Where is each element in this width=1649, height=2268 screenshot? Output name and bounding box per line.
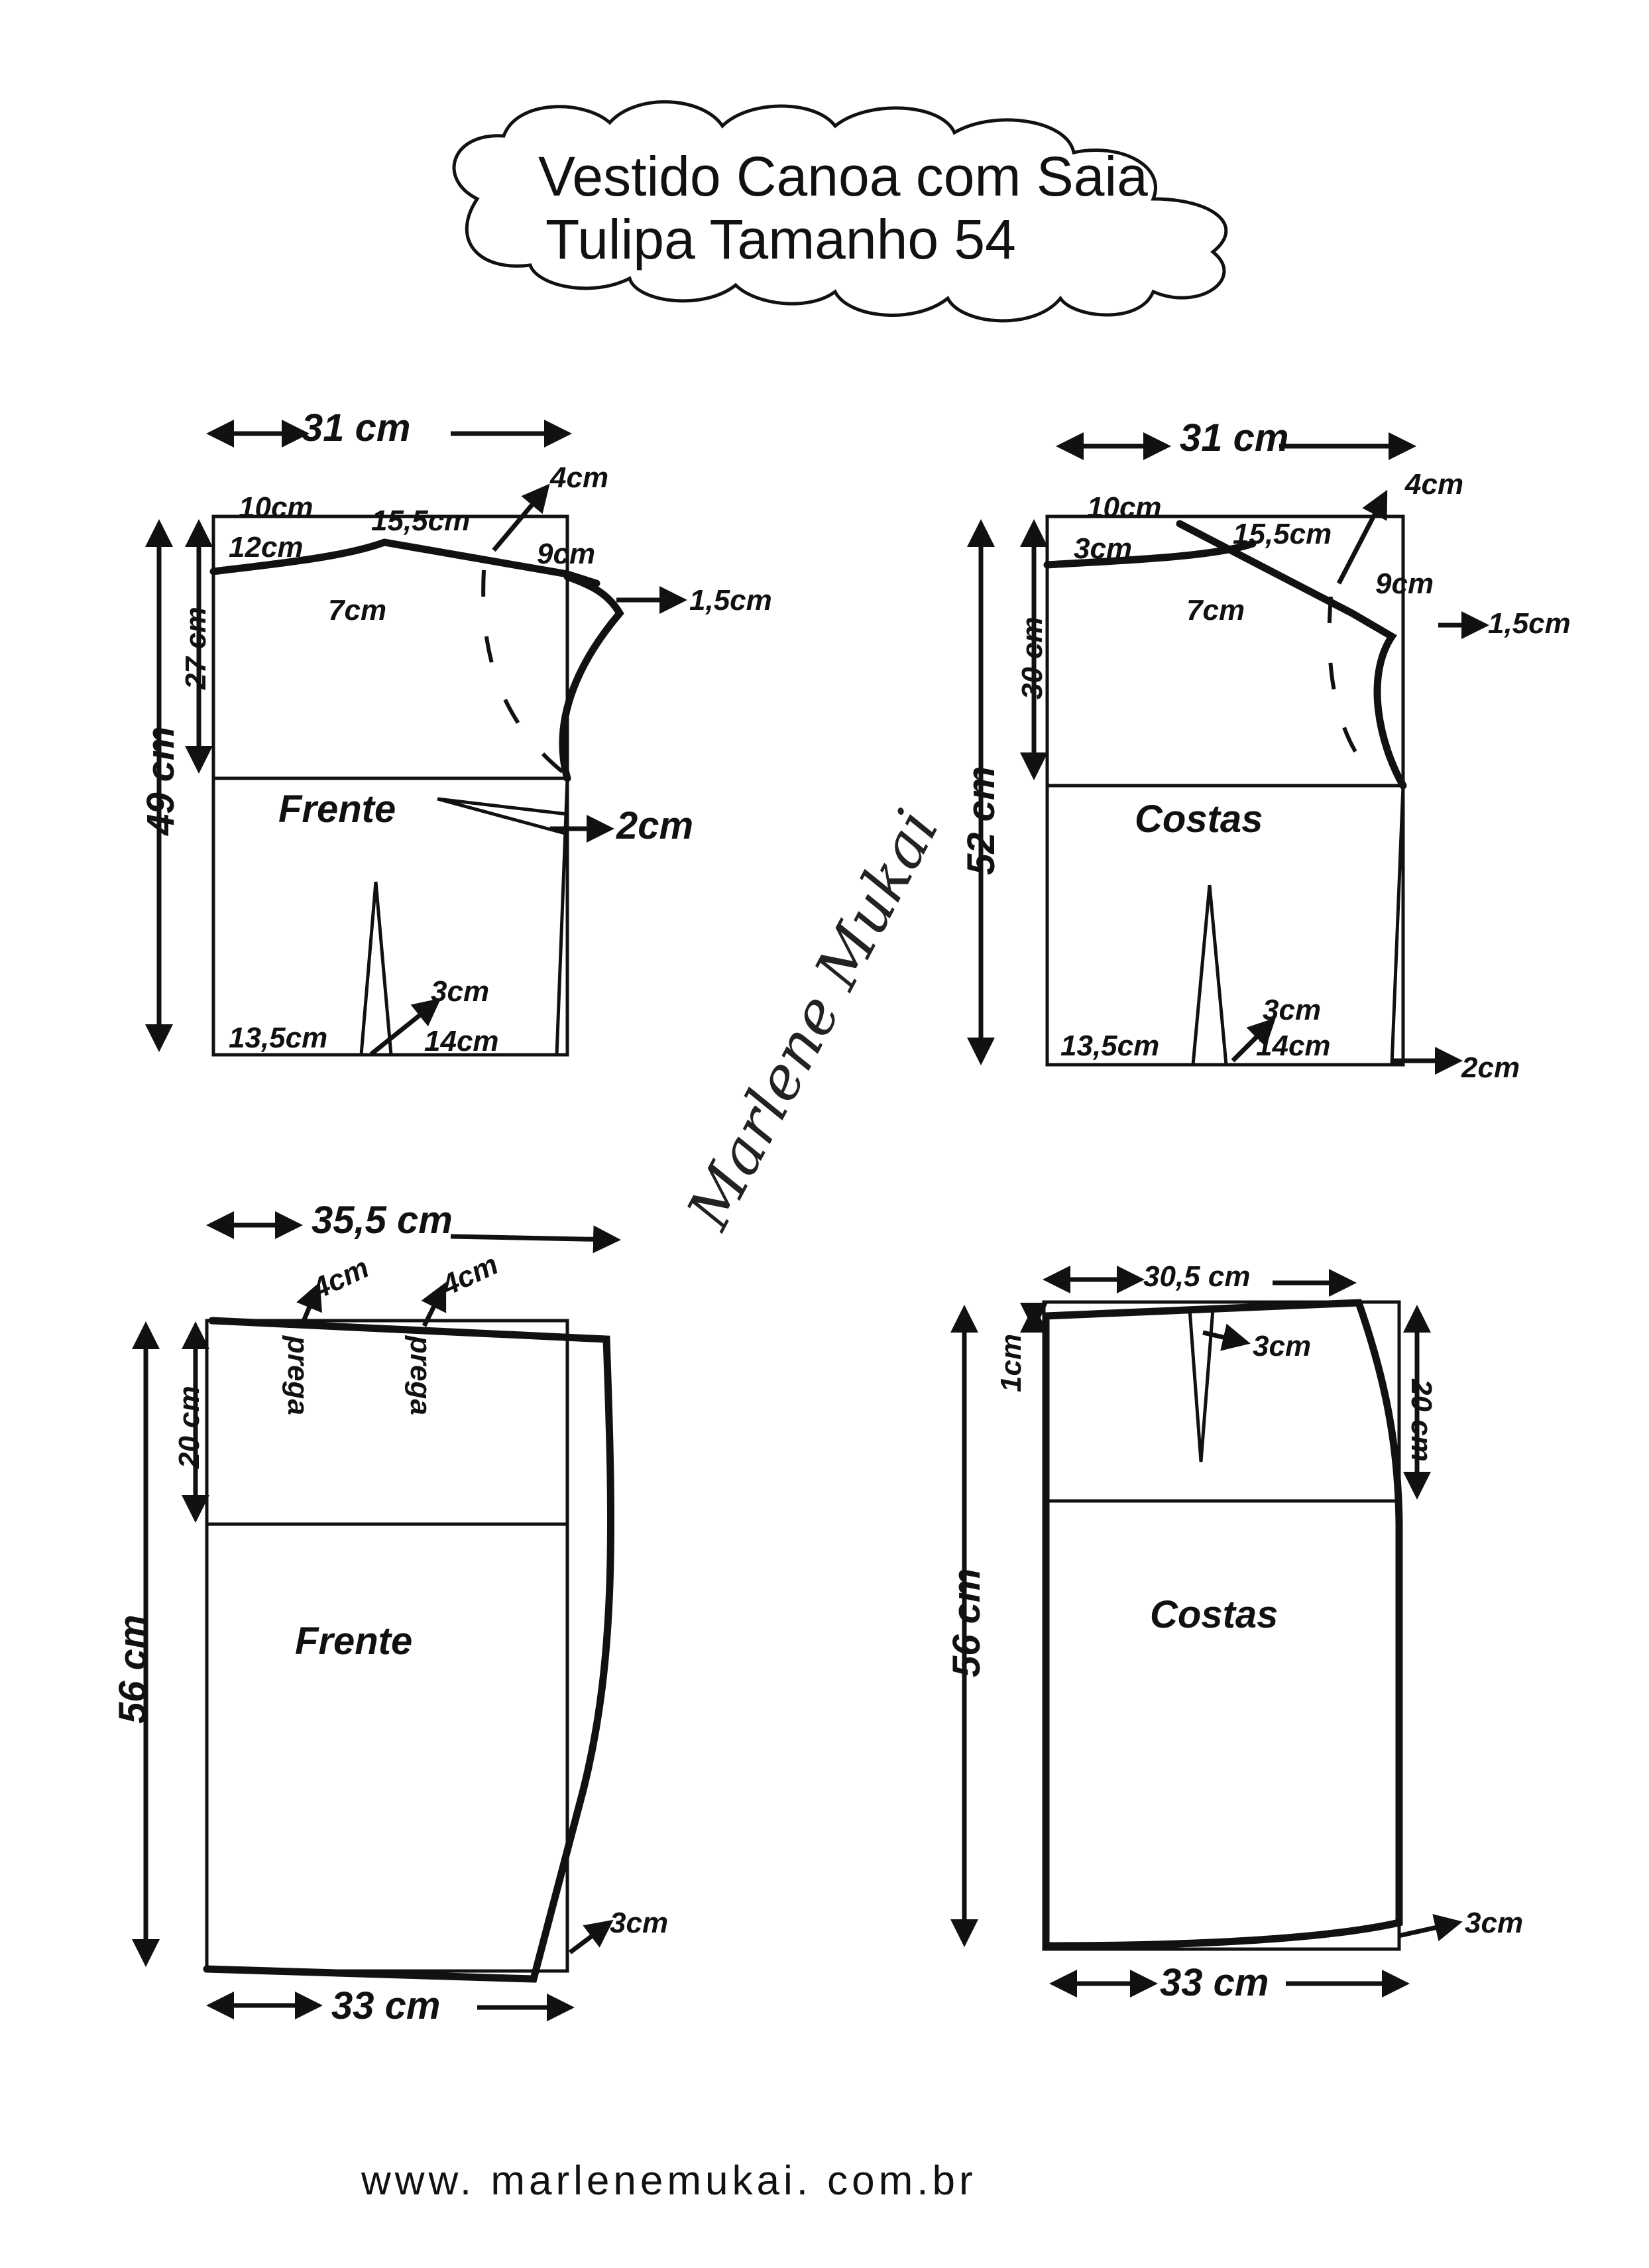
back-skirt-waist-drop: 1cm [995, 1334, 1027, 1392]
front-skirt: 35,5 cm 4cm 4cm prega prega 20 cm 56 cm … [111, 1199, 668, 2027]
back-skirt-top-width: 30,5 cm [1143, 1260, 1250, 1293]
back-armhole-depth: 30 cm [1016, 617, 1049, 699]
front-bodice: 31 cm 10cm 12cm 15,5cm 4cm 9cm 1,5cm 7cm… [139, 406, 772, 1057]
back-shoulder: 15,5cm [1233, 518, 1332, 550]
back-skirt-hem-ext: 3cm [1465, 1907, 1523, 1939]
front-pleat1-label: prega [282, 1335, 314, 1415]
title-line2: Tulipa Tamanho 54 [545, 208, 1016, 270]
footer-website: www. marlenemukai. com.br [361, 2158, 977, 2204]
front-waist-dart: 3cm [431, 975, 489, 1008]
back-skirt-hem-width: 33 cm [1160, 1961, 1269, 2004]
back-armhole-ext: 1,5cm [1488, 607, 1571, 640]
back-skirt-dart: 3cm [1253, 1330, 1311, 1362]
front-bodice-width: 31 cm [302, 406, 410, 449]
back-neck-width: 10cm [1087, 491, 1162, 524]
title-line1: Vestido Canoa com Saia [538, 145, 1148, 208]
back-shoulder-drop: 4cm [1404, 468, 1463, 501]
front-shoulder: 15,5cm [371, 505, 470, 537]
back-waist-left: 13,5cm [1060, 1030, 1159, 1062]
back-side-ext: 2cm [1461, 1051, 1520, 1084]
front-pleat2-label: prega [404, 1335, 437, 1415]
front-waist-right: 14cm [424, 1025, 499, 1057]
front-waist-left: 13,5cm [229, 1022, 327, 1054]
back-waist-dart: 3cm [1263, 994, 1321, 1026]
front-neck-width: 10cm [239, 491, 313, 524]
front-bodice-label: Frente [278, 788, 396, 831]
front-neck-depth: 12cm [229, 531, 304, 564]
front-pleat1: 4cm [307, 1251, 374, 1305]
front-dart-pos: 7cm [328, 594, 386, 627]
front-shoulder-end: 9cm [537, 538, 595, 570]
front-bodice-length: 49 cm [139, 727, 182, 836]
front-skirt-hem-ext: 3cm [610, 1907, 668, 1939]
back-bodice-width: 31 cm [1180, 416, 1288, 459]
front-armhole-ext: 1,5cm [689, 584, 772, 617]
back-neck-depth: 3cm [1074, 532, 1132, 565]
signature: Marlene Mukai [673, 799, 952, 1241]
back-skirt: 30,5 cm 1cm 3cm 20 cm 56 cm Costas 3cm 3… [945, 1260, 1523, 2004]
back-skirt-hip-depth: 20 cm [1405, 1378, 1438, 1462]
front-skirt-hem-width: 33 cm [331, 1984, 440, 2027]
back-waist-right: 14cm [1256, 1030, 1331, 1062]
back-bodice-label: Costas [1135, 798, 1263, 841]
back-skirt-label: Costas [1150, 1593, 1278, 1636]
back-dart-pos: 7cm [1186, 594, 1245, 627]
front-side-dart: 2cm [616, 804, 693, 847]
front-shoulder-drop: 4cm [549, 461, 608, 494]
back-bodice: 31 cm 10cm 3cm 15,5cm 4cm 9cm 1,5cm 7cm … [960, 416, 1571, 1084]
title-cloud: Vestido Canoa com Saia Tulipa Tamanho 54 [452, 100, 1228, 323]
front-skirt-label: Frente [295, 1620, 412, 1663]
front-skirt-length: 56 cm [111, 1615, 154, 1724]
back-skirt-length: 56 cm [945, 1569, 988, 1677]
back-bodice-length: 52 cm [960, 766, 1003, 875]
front-armhole-depth: 27 cm [180, 607, 212, 690]
back-shoulder-end: 9cm [1375, 567, 1434, 600]
front-skirt-hip-depth: 20 cm [173, 1386, 205, 1469]
front-pleat2: 4cm [436, 1248, 503, 1302]
front-skirt-top-width: 35,5 cm [312, 1199, 453, 1242]
